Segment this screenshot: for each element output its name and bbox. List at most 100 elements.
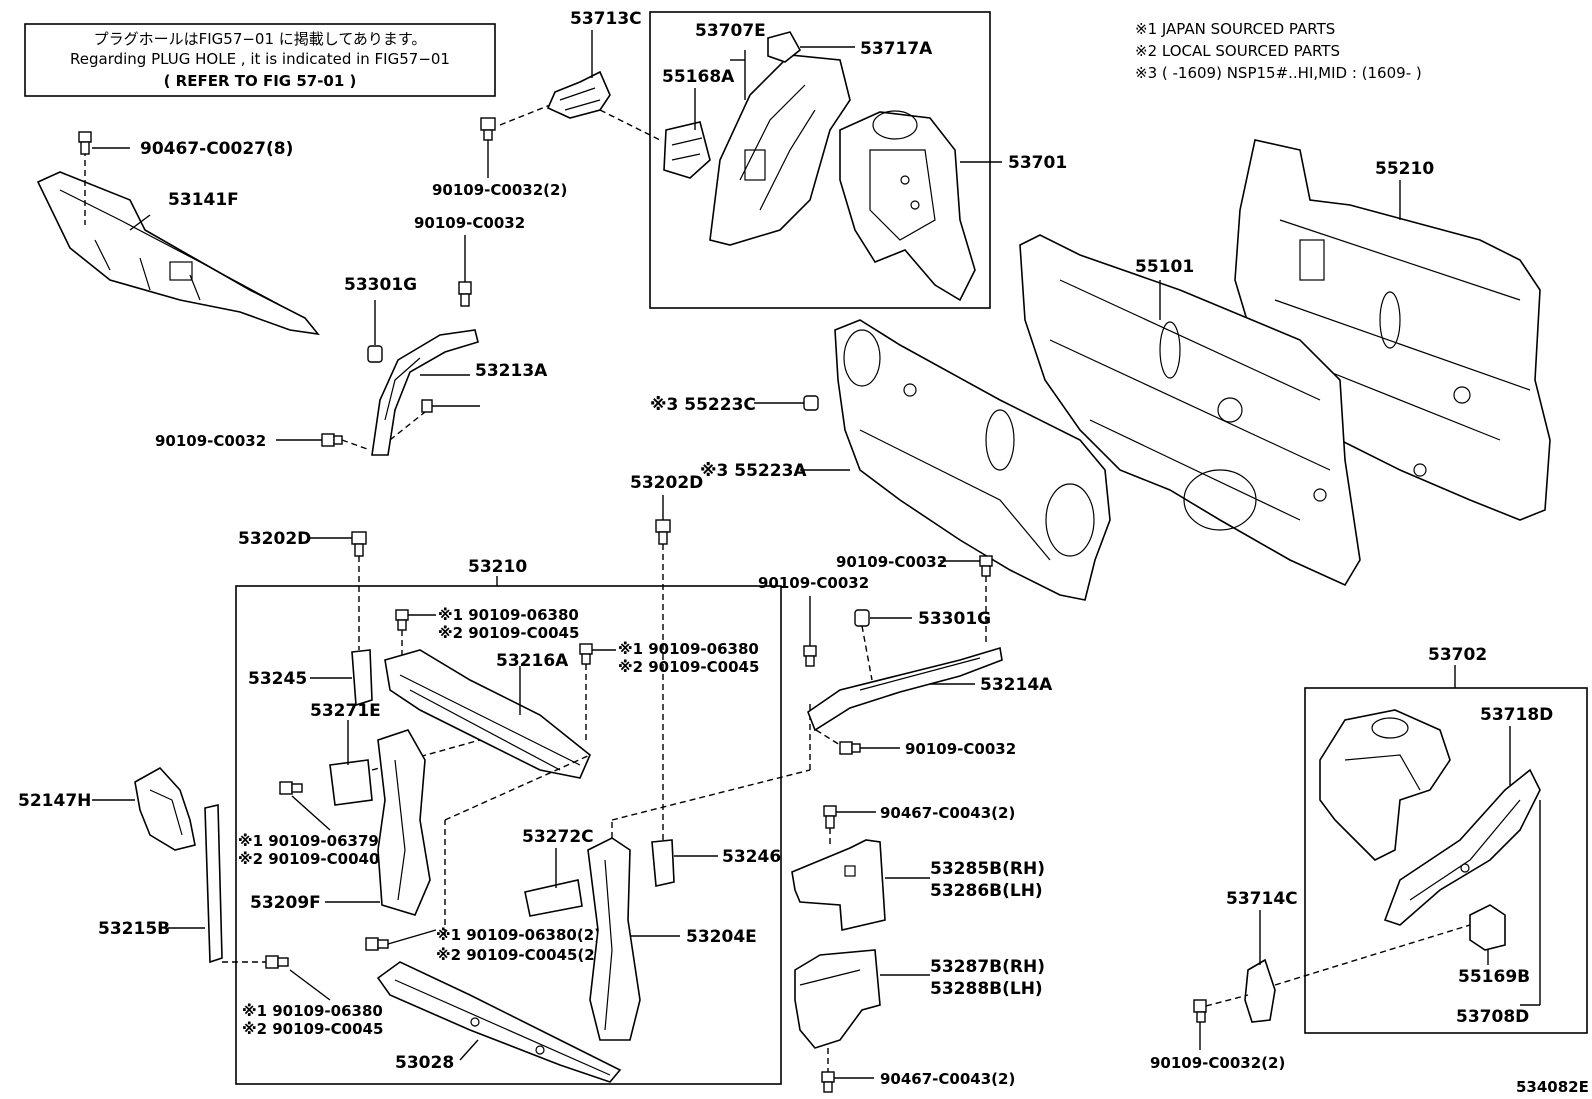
legend-range: ※3 ( -1609) NSP15#..HI,MID : (1609- ) xyxy=(1135,64,1422,82)
label-55101: 55101 xyxy=(1135,257,1194,277)
label-90109-C0045-b2: ※2 90109-C0045 xyxy=(618,658,759,676)
label-53246: 53246 xyxy=(722,847,781,867)
part-55223A-shape xyxy=(834,319,1111,601)
label-53210: 53210 xyxy=(468,557,527,577)
part-53028-shape xyxy=(376,961,622,1083)
label-90109-C0032-2a: 90109-C0032(2) xyxy=(432,181,567,199)
bolt-90109-c0032-a xyxy=(458,281,472,307)
label-90109-06380-c1: ※1 90109-06380(2) xyxy=(436,926,601,944)
label-53707E: 53707E xyxy=(695,21,766,41)
label-53288B: 53288B(LH) xyxy=(930,979,1043,999)
label-53272C: 53272C xyxy=(522,827,594,847)
support-assembly-box xyxy=(235,585,782,1085)
part-53718D-shape xyxy=(1383,768,1541,926)
label-53245: 53245 xyxy=(248,669,307,689)
label-53216A: 53216A xyxy=(496,651,569,671)
part-53701-shape xyxy=(839,110,976,302)
apron-assembly-box xyxy=(649,11,991,309)
part-53271E-shape xyxy=(329,759,373,806)
bolt-90109-c0032-2b xyxy=(1193,999,1207,1023)
part-55169B-shape xyxy=(1469,904,1506,951)
label-53213A: 53213A xyxy=(475,361,548,381)
part-53216A-shape xyxy=(384,649,591,779)
label-90109-06380-d1: ※1 90109-06380 xyxy=(242,1002,383,1020)
label-53702: 53702 xyxy=(1428,645,1487,665)
label-90109-C0040-2: ※2 90109-C0040 xyxy=(238,850,379,868)
label-53202D-a: 53202D xyxy=(238,529,311,549)
label-53714C: 53714C xyxy=(1226,889,1298,909)
part-53215B-shape xyxy=(204,804,223,964)
label-53286B: 53286B(LH) xyxy=(930,881,1043,901)
part-53214A-shape xyxy=(807,646,1003,732)
label-52147H: 52147H xyxy=(18,791,91,811)
bolt-90109-06380-d xyxy=(265,955,289,969)
bolt-90109-c0032-c xyxy=(979,555,993,577)
label-55223C: ※3 55223C xyxy=(650,395,756,415)
label-55210: 55210 xyxy=(1375,159,1434,179)
part-53285B-shape xyxy=(791,839,886,931)
part-55168A-shape xyxy=(663,121,711,179)
bolt-90109-06380-b xyxy=(579,643,593,665)
label-90109-C0032-b: 90109-C0032 xyxy=(155,432,266,450)
label-90109-06380-b1: ※1 90109-06380 xyxy=(618,640,759,658)
label-55169B: 55169B xyxy=(1458,967,1530,987)
bolt-90109-c0032-d xyxy=(803,645,817,667)
label-55223A: ※3 55223A xyxy=(700,461,807,481)
part-53246-shape xyxy=(651,839,675,887)
label-53214A: 53214A xyxy=(980,675,1053,695)
part-53707E-shape xyxy=(709,54,851,246)
label-90109-C0045-c2: ※2 90109-C0045(2) xyxy=(436,946,602,964)
note-en: Regarding PLUG HOLE , it is indicated in… xyxy=(70,50,450,68)
bolt-90467-c0027 xyxy=(78,131,92,155)
part-53209F-shape xyxy=(377,729,431,916)
label-90109-C0032-e: 90109-C0032 xyxy=(905,740,1016,758)
label-53701: 53701 xyxy=(1008,153,1067,173)
label-90109-C0032-c: 90109-C0032 xyxy=(836,553,947,571)
legend-japan: ※1 JAPAN SOURCED PARTS xyxy=(1135,20,1335,38)
label-53287B: 53287B(RH) xyxy=(930,957,1045,977)
label-90109-C0032-d: 90109-C0032 xyxy=(758,574,869,592)
note-refer: ( REFER TO FIG 57-01 ) xyxy=(164,72,357,90)
label-90467-C0043-b: 90467-C0043(2) xyxy=(880,1070,1015,1088)
part-55101-shape xyxy=(1019,234,1361,587)
label-53028: 53028 xyxy=(395,1053,454,1073)
label-90109-C0032-a: 90109-C0032 xyxy=(414,214,525,232)
figure-id: 534082E xyxy=(1516,1078,1589,1096)
grommet-53301G-b xyxy=(854,609,870,627)
label-53202D-b: 53202D xyxy=(630,473,703,493)
part-52147H-shape xyxy=(134,766,196,851)
label-55168A: 55168A xyxy=(662,67,735,87)
bolt-90109-06380-c xyxy=(365,937,389,951)
bolt-90467-c0043-b xyxy=(821,1071,835,1093)
part-53204E-shape xyxy=(587,837,641,1041)
bolt-90109-c0032-e xyxy=(839,741,861,755)
legend: ※1 JAPAN SOURCED PARTS ※2 LOCAL SOURCED … xyxy=(1135,20,1422,82)
label-53713C: 53713C xyxy=(570,9,642,29)
note-jp: プラグホールはFIG57−01 に掲載してあります。 xyxy=(94,30,427,48)
clip-55223C xyxy=(803,395,819,411)
label-53209F: 53209F xyxy=(250,893,321,913)
part-53141F-shape xyxy=(36,171,320,336)
part-53272C-shape xyxy=(524,879,583,917)
grommet-53301G-a xyxy=(367,345,383,363)
label-90109-C0032-2b: 90109-C0032(2) xyxy=(1150,1054,1285,1072)
part-53713C-shape xyxy=(546,70,611,119)
part-53714C-shape xyxy=(1244,958,1276,1023)
legend-local: ※2 LOCAL SOURCED PARTS xyxy=(1135,42,1340,60)
label-90109-C0045-a2: ※2 90109-C0045 xyxy=(438,624,579,642)
part-53287B-shape xyxy=(794,949,881,1049)
bolt-90109-c0032-2a xyxy=(480,117,496,141)
bolt-90109-c0032-side xyxy=(421,399,433,413)
label-53301G-b: 53301G xyxy=(918,609,991,629)
bolt-90109-c0032-b xyxy=(321,433,343,447)
bolt-90109-06380-a xyxy=(395,609,409,631)
label-90109-06379-1: ※1 90109-06379 xyxy=(238,832,379,850)
bolt-90109-06379 xyxy=(279,781,303,795)
label-53301G-a: 53301G xyxy=(344,275,417,295)
label-53204E: 53204E xyxy=(686,927,757,947)
plug-hole-note: プラグホールはFIG57−01 に掲載してあります。 Regarding PLU… xyxy=(24,23,496,97)
label-53271E: 53271E xyxy=(310,701,381,721)
label-53708D: 53708D xyxy=(1456,1007,1529,1027)
part-53702-shape xyxy=(1319,709,1451,861)
